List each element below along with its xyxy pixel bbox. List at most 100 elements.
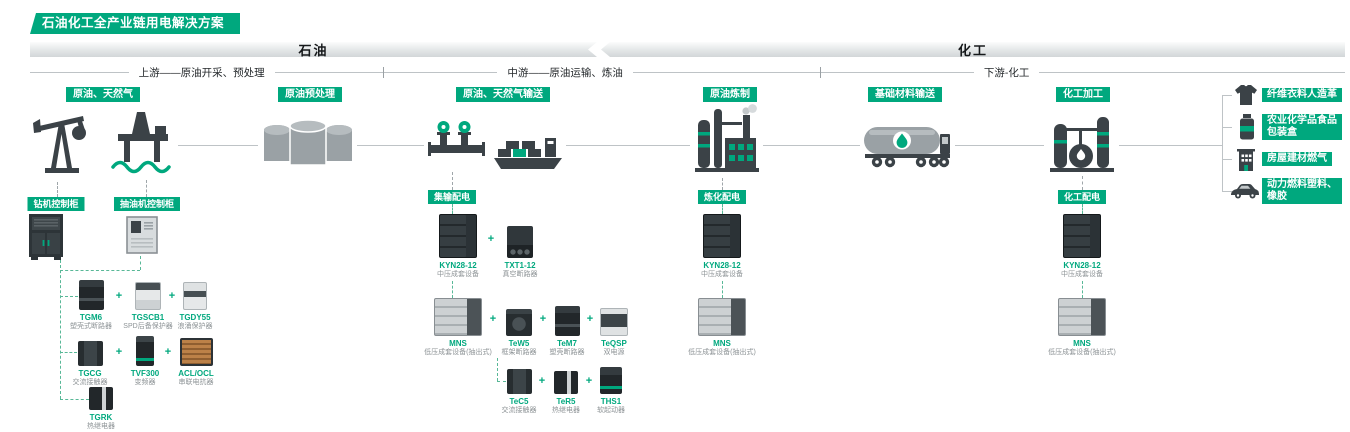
process-badge-transport: 原油、天然气输送 [456, 87, 550, 102]
product-name: TeM7 [557, 339, 577, 348]
panel-badge-drill: 钻机控制柜 [27, 197, 85, 211]
stage-line [384, 71, 498, 73]
product-image-ths1 [600, 367, 622, 394]
product-name: TeQSP [601, 339, 627, 348]
product-name: TGSCB1 [131, 313, 165, 322]
end-use-label: 房屋建材燃气 [1267, 153, 1327, 164]
offshore-platform-icon [111, 112, 175, 179]
product-name: KYN28-12 [439, 261, 477, 270]
product-kyn28-refinery: KYN28-12 中压成套设备 [694, 214, 750, 279]
product-kyn28-chemical: KYN28-12 中压成套设备 [1054, 214, 1110, 279]
product-tew5: TeW5 框架断路器 [491, 298, 547, 357]
plus-sign: + [115, 290, 123, 302]
product-image-tgdy55 [183, 282, 207, 310]
building-icon [1236, 147, 1256, 176]
stage-line [632, 71, 821, 73]
product-image-kyn28 [1063, 214, 1101, 258]
product-name: TGRK [89, 413, 113, 422]
product-txt1: TXT1-12 真空断路器 [492, 214, 548, 279]
product-name: MNS [449, 339, 467, 348]
stage-line [274, 71, 383, 73]
product-ter5: TeR5 热继电器 [538, 366, 594, 415]
product-aclocl: ACL/OCL 串联电抗器 [168, 334, 224, 387]
plus-sign: + [115, 346, 123, 358]
page-title: 石油化工全产业链用电解决方案 [30, 13, 241, 34]
product-name: TXT1-12 [504, 261, 536, 270]
process-badge-pretreat: 原油预处理 [278, 87, 342, 102]
process-badge-processing: 化工加工 [1056, 87, 1110, 102]
product-mns-gathering: MNS 低压成套设备(抽出式) [424, 298, 492, 357]
tanker-truck-icon [864, 122, 952, 173]
end-use-label: 橡胶 [1267, 191, 1287, 202]
stage-tick [383, 66, 384, 78]
end-use-label: 动力燃料塑料、 [1267, 179, 1337, 190]
dashed-connector [452, 172, 453, 190]
tree-line [60, 270, 140, 271]
product-desc: 热继电器 [552, 407, 580, 414]
end-use-label: 包装盒 [1267, 127, 1297, 138]
product-desc: 中压成套设备 [1061, 271, 1103, 278]
process-badge-materials: 基础材料输送 [868, 87, 942, 102]
tree-line [722, 281, 723, 298]
plus-sign: + [585, 375, 593, 387]
stage-line [1039, 71, 1345, 73]
product-desc: 真空断路器 [502, 271, 538, 278]
product-image-tec5 [506, 369, 532, 394]
tree-line [60, 260, 61, 399]
plus-sign: + [168, 290, 176, 302]
dashed-connector [722, 178, 723, 190]
product-desc: 塑壳式断路器 [70, 323, 112, 330]
product-name: THS1 [600, 397, 622, 406]
shirt-icon [1234, 84, 1258, 111]
chemical-plant-icon [1048, 112, 1116, 179]
product-desc: 双电源 [603, 349, 625, 356]
product-image-kyn28 [703, 214, 741, 258]
end-use-badge-housing: 房屋建材燃气 [1262, 152, 1332, 166]
product-desc: 交流接触器 [501, 407, 537, 414]
connector-line [1222, 127, 1232, 128]
tree-line [1082, 281, 1083, 298]
stage-line [30, 71, 129, 73]
stage-axis: 上游——原油开采、预处理 中游——原油运输、炼油 下游-化工 [30, 65, 1345, 79]
pump-jack-icon [32, 106, 90, 185]
stage-label-midstream: 中游——原油运输、炼油 [507, 66, 623, 79]
connector-line [566, 145, 690, 146]
product-name: TGDY55 [179, 313, 211, 322]
product-kyn28-gathering: KYN28-12 中压成套设备 [430, 214, 486, 279]
product-desc: 串联电抗器 [178, 379, 214, 386]
end-use-label: 纤维衣料人造革 [1267, 89, 1337, 100]
product-tgdy55: TGDY55 浪涌保护器 [167, 276, 223, 331]
tree-line [722, 204, 723, 214]
product-name: TGM6 [79, 313, 103, 322]
product-desc: 塑壳断路器 [549, 349, 585, 356]
end-use-bracket [1222, 95, 1223, 191]
section-bar-chemical: 化工 [601, 42, 1345, 57]
chemical-bottle-icon [1237, 114, 1257, 145]
panel-badge-chemical: 化工配电 [1057, 190, 1107, 204]
section-label-oil: 石油 [298, 43, 329, 58]
product-name: TeW5 [508, 339, 530, 348]
product-name: MNS [1073, 339, 1091, 348]
end-use-label: 农业化学品食品 [1267, 115, 1337, 126]
tree-line [140, 256, 141, 270]
product-tgrk: TGRK 热继电器 [73, 384, 129, 431]
tree-line [60, 352, 77, 353]
connector-line [357, 145, 424, 146]
connector-line [1222, 191, 1232, 192]
product-teqsp: TeQSP 双电源 [586, 298, 642, 357]
plus-sign: + [538, 375, 546, 387]
section-label-chemical: 化工 [957, 43, 988, 58]
product-desc: 交流接触器 [72, 379, 108, 386]
product-mns-refinery: MNS 低压成套设备(抽出式) [688, 298, 756, 357]
product-desc: 热继电器 [87, 423, 115, 430]
tree-line [452, 204, 453, 214]
tree-line [497, 381, 506, 382]
pipeline-ship-icon [428, 118, 563, 175]
product-desc: 框架断路器 [501, 349, 537, 356]
product-image-tem7 [554, 306, 580, 336]
stage-label-downstream: 下游-化工 [983, 66, 1030, 79]
refinery-icon [694, 104, 760, 179]
process-badge-crude-gas: 原油、天然气 [66, 87, 140, 102]
product-image-tew5 [506, 309, 532, 336]
storage-tanks-icon [262, 115, 354, 172]
